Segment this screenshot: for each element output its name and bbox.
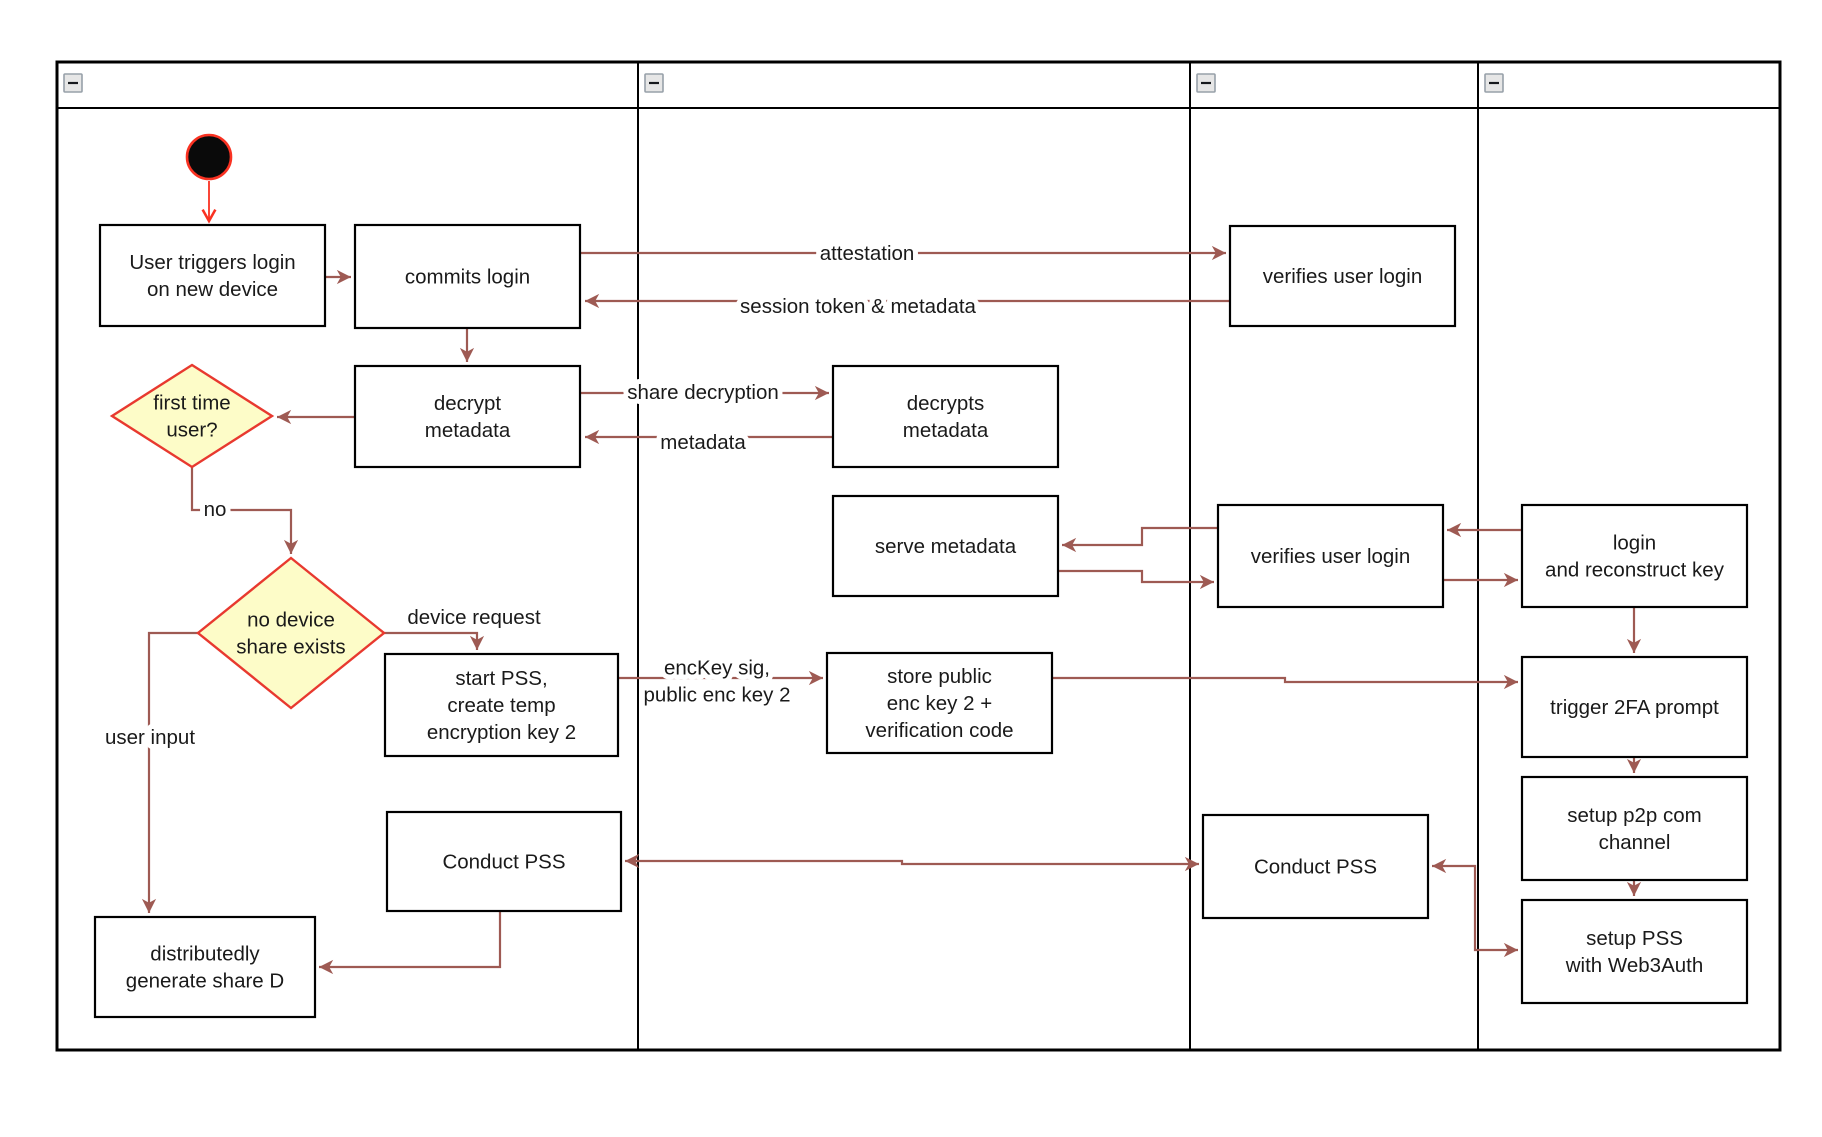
verifies-user-login-1-label: verifies user login <box>1263 265 1423 288</box>
no-device-share-exists-diamond[interactable] <box>196 556 386 710</box>
login-and-reconstruct-key-box[interactable] <box>1520 503 1749 609</box>
edge-label-device-request: device request <box>407 606 541 629</box>
decrypts-metadata-box[interactable] <box>831 364 1060 469</box>
minus-icon[interactable] <box>1196 73 1216 93</box>
start-pss-create-temp-key-box[interactable] <box>383 652 620 758</box>
edge-conduct-to-generate <box>319 911 502 975</box>
conduct-pss-web3auth-node[interactable]: Conduct PSS <box>1201 813 1430 920</box>
minus-icon[interactable] <box>1484 73 1504 93</box>
edge-serve-to-verifies2 <box>1058 569 1214 590</box>
commits-login-node[interactable]: commits login <box>353 223 582 330</box>
lane-header-web3auth <box>1196 73 1216 93</box>
edge-label-no-branch: no <box>204 498 227 521</box>
verifies-user-login-2-label: verifies user login <box>1251 545 1411 568</box>
verifies-user-login-1-box[interactable] <box>1228 224 1457 328</box>
edge-verifies2-to-serve <box>1062 526 1218 553</box>
commits-login-box[interactable] <box>353 223 582 330</box>
verifies-user-login-2-node[interactable]: verifies user login <box>1216 503 1445 609</box>
minus-icon[interactable] <box>63 73 83 93</box>
conduct-pss-web3auth-box[interactable] <box>1201 813 1430 920</box>
verifies-user-login-1-node[interactable]: verifies user login <box>1228 224 1457 328</box>
edge-label-session-token-metadata: session token & metadata <box>740 295 976 318</box>
edge-device-request <box>384 631 485 650</box>
edge-label-metadata-return: metadata <box>660 431 746 454</box>
edge-label-share-decryption: share decryption <box>627 381 779 404</box>
start-state-circle[interactable] <box>185 133 233 181</box>
serve-metadata-node[interactable]: serve metadata <box>831 494 1060 598</box>
commits-login-label: commits login <box>405 265 530 288</box>
minus-icon[interactable] <box>644 73 664 93</box>
lane-header-metadata-layer <box>644 73 664 93</box>
conduct-pss-user-box[interactable] <box>385 810 623 913</box>
edge-label-enckey-sig: encKey sig,public enc key 2 <box>643 656 790 706</box>
edge-label-user-input: user input <box>105 726 195 749</box>
start-state-node[interactable] <box>185 133 233 181</box>
conduct-pss-user-label: Conduct PSS <box>442 850 565 873</box>
edge-label-attestation: attestation <box>820 242 915 265</box>
user-triggers-login-box[interactable] <box>98 223 327 328</box>
edge-conduct-pss-link <box>625 853 1199 872</box>
verifies-user-login-2-box[interactable] <box>1216 503 1445 609</box>
edge-layer <box>141 181 1642 975</box>
serve-metadata-box[interactable] <box>831 494 1060 598</box>
edge-user-input <box>141 631 198 913</box>
setup-p2p-com-channel-box[interactable] <box>1520 775 1749 882</box>
trigger-2fa-prompt-node[interactable]: trigger 2FA prompt <box>1520 655 1749 759</box>
trigger-2fa-prompt-label: trigger 2FA prompt <box>1550 696 1719 719</box>
edge-label-layer: attestation session token & metadata share… <box>100 237 982 754</box>
trigger-2fa-prompt-box[interactable] <box>1520 655 1749 759</box>
serve-metadata-label: serve metadata <box>875 535 1017 558</box>
conduct-pss-web3auth-label: Conduct PSS <box>1254 855 1377 878</box>
edge-no-branch <box>190 467 299 554</box>
store-public-enc-key-box[interactable] <box>825 651 1054 755</box>
lane-header-user-device-application <box>63 73 83 93</box>
decrypt-metadata-box[interactable] <box>353 364 582 469</box>
first-time-user-diamond[interactable] <box>109 363 275 469</box>
distributedly-generate-share-d-box[interactable] <box>93 915 317 1019</box>
setup-pss-with-web3auth-box[interactable] <box>1520 898 1749 1005</box>
lane-header-existing-user-device <box>1484 73 1504 93</box>
edge-store-to-2fa <box>1052 674 1518 690</box>
edge-conductw3a-setup-pss <box>1432 858 1518 958</box>
conduct-pss-user-node[interactable]: Conduct PSS <box>385 810 623 913</box>
